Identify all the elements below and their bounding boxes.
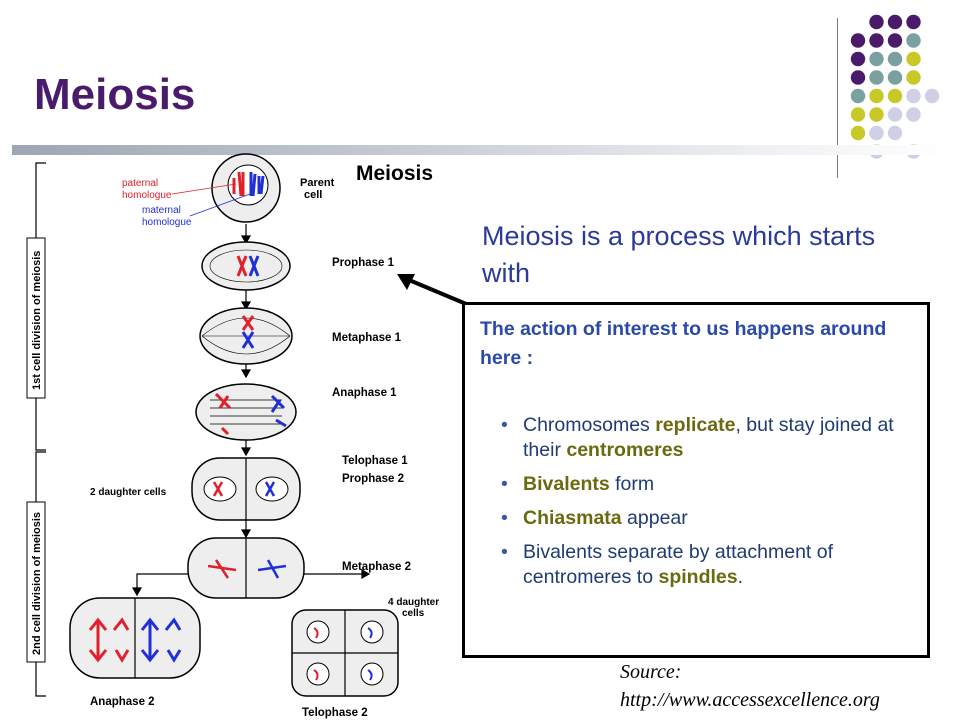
source-citation: Source: http://www.accessexcellence.org <box>620 658 950 714</box>
source-url: http://www.accessexcellence.org <box>620 689 880 711</box>
label-paternal-1: paternal <box>122 178 158 189</box>
label-paternal-2: homologue <box>122 190 172 201</box>
bullet-item: • Bivalents separate by attachment of cen… <box>501 540 931 590</box>
stage-prophase-1: Prophase 1 <box>332 257 395 269</box>
side-label-1: 1st cell division of meiosis <box>31 251 43 390</box>
cell-telophase-2 <box>291 609 399 697</box>
label-parent-2: cell <box>304 189 322 201</box>
decorative-dot <box>887 70 903 85</box>
source-label: Source: <box>620 661 682 683</box>
bullet-list: • Chromosomes replicate, but stay joined … <box>501 413 931 599</box>
decorative-dot <box>850 51 866 67</box>
stage-telophase-2: Telophase 2 <box>302 707 368 719</box>
bullet-text: Chromosomes <box>523 414 656 436</box>
bullet-text: , but stay joined at their <box>523 414 894 461</box>
decorative-dot <box>869 33 884 48</box>
stage-metaphase-2: Metaphase 2 <box>342 561 411 573</box>
decorative-dot <box>906 88 921 104</box>
bullet-keyword: replicate <box>655 414 736 436</box>
cell-telophase-1 <box>191 457 301 521</box>
title-underline <box>12 145 952 155</box>
label-2-daughter-cells: 2 daughter cells <box>90 487 167 498</box>
bullet-marker: • <box>501 541 508 563</box>
parent-cell <box>211 153 281 223</box>
decorative-dot <box>906 70 921 85</box>
decorative-dot <box>887 14 903 30</box>
stage-metaphase-1: Metaphase 1 <box>332 332 402 344</box>
bullet-marker: • <box>501 473 508 495</box>
decorative-dot <box>850 88 866 104</box>
decorative-dot <box>906 107 921 122</box>
bullet-text: appear <box>621 507 688 529</box>
decorative-dot <box>887 107 903 122</box>
decorative-dot <box>850 33 866 48</box>
bullet-item: • Chromosomes replicate, but stay joined … <box>501 413 931 463</box>
bullet-item: • Chiasmata appear <box>501 506 931 531</box>
bullet-marker: • <box>501 507 508 529</box>
decorative-vertical-line <box>837 18 838 178</box>
decorative-dot <box>924 88 940 104</box>
decorative-dot <box>869 107 884 122</box>
decorative-dot <box>906 14 921 30</box>
bullet-keyword: Chiasmata <box>523 507 622 529</box>
label-maternal-2: homologue <box>142 217 192 228</box>
decorative-dot <box>850 107 866 122</box>
decorative-dot <box>887 88 903 104</box>
bullet-item: • Bivalents form <box>501 472 931 497</box>
callout-heading: The action of interest to us happens aro… <box>480 318 887 369</box>
label-parent-1: Parent <box>300 177 335 189</box>
meiosis-diagram: 1st cell division of meiosis 2nd cell di… <box>26 153 439 719</box>
side-label-box-1 <box>26 237 46 399</box>
decorative-dot <box>869 51 884 67</box>
side-label-2: 2nd cell division of meiosis <box>31 512 43 655</box>
stage-telophase-1: Telophase 1 <box>342 455 408 467</box>
stage-anaphase-2: Anaphase 2 <box>90 696 155 708</box>
decorative-dot <box>869 88 884 104</box>
callout-box: The action of interest to us happens aro… <box>462 302 930 658</box>
bullet-marker: • <box>501 414 508 436</box>
decorative-dot <box>887 125 903 141</box>
decorative-dot <box>869 70 884 85</box>
decorative-dot <box>850 70 866 85</box>
bullet-text: Bivalents separate by attachment of cent… <box>523 541 834 588</box>
figure-title: Meiosis <box>356 162 433 185</box>
pointer-arrow <box>397 274 472 308</box>
label-maternal-1: maternal <box>142 205 181 216</box>
cell-prophase-1 <box>201 241 291 291</box>
decorative-dot <box>887 51 903 67</box>
cell-anaphase-1 <box>195 383 297 441</box>
slide-title: Meiosis <box>34 70 196 119</box>
decorative-dot <box>869 14 884 30</box>
decorative-dot <box>906 51 921 67</box>
label-4-daughter-cells-1: 4 daughter <box>388 597 439 608</box>
side-label-box-2 <box>26 501 46 663</box>
decorative-dot <box>850 125 866 141</box>
label-4-daughter-cells-2: cells <box>402 608 425 619</box>
cell-anaphase-2 <box>69 597 201 679</box>
bullet-text: form <box>609 473 655 495</box>
stage-anaphase-1: Anaphase 1 <box>332 387 397 399</box>
cell-metaphase-1 <box>199 307 293 365</box>
cell-metaphase-2 <box>187 537 305 599</box>
bullet-text: . <box>737 566 744 588</box>
intro-text: Meiosis is a process which starts with <box>482 221 876 288</box>
decorative-dot <box>869 125 884 141</box>
decorative-dot <box>906 33 921 48</box>
stage-prophase-2: Prophase 2 <box>342 473 404 485</box>
bullet-keyword: centromeres <box>566 439 684 461</box>
decorative-dot <box>887 33 903 48</box>
bullet-keyword: Bivalents <box>523 473 610 495</box>
bullet-keyword: spindles <box>658 566 738 588</box>
